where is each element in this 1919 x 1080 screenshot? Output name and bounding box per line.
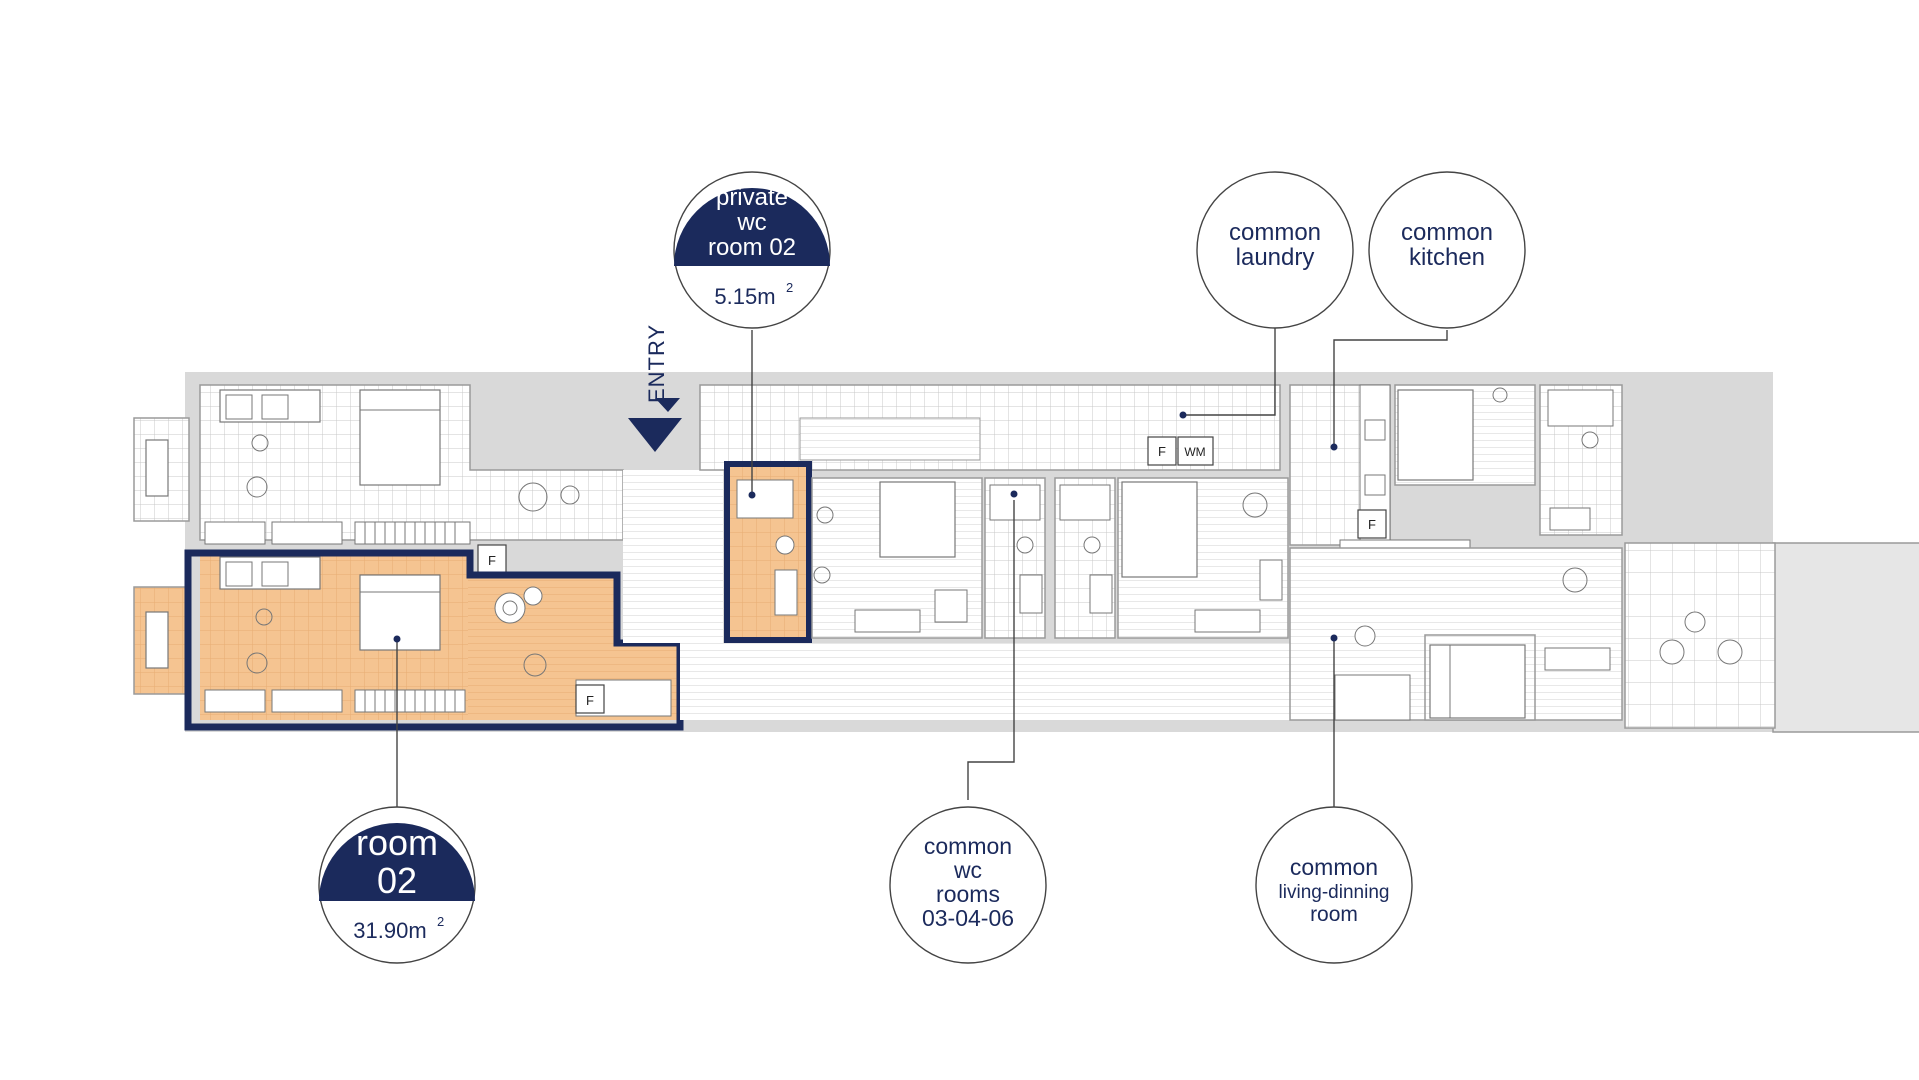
callout-kitchen: common kitchen: [1368, 171, 1526, 329]
private-wc-line-3: room 02: [708, 234, 796, 261]
laundry-line-2: laundry: [1236, 244, 1315, 271]
fridge-label-room02: F: [586, 693, 594, 708]
washing-machine-label: WM: [1184, 445, 1205, 459]
fridge-label-room01: F: [488, 553, 496, 568]
room-03: [811, 477, 983, 639]
private-wc-room-02: [724, 461, 812, 643]
private-wc-area-sup: 2: [786, 280, 793, 295]
common-wc-line-3: rooms: [936, 881, 1000, 907]
room-02-area: 31.90m: [353, 918, 426, 943]
room-02: [184, 544, 684, 731]
leader-lines: [396, 328, 1448, 815]
terrace-right: [1624, 542, 1776, 729]
room-02-line-1: room: [356, 822, 438, 863]
leader-dots: [393, 411, 1338, 643]
room-02-line-2: 02: [377, 860, 417, 901]
living-line-1: common: [1290, 854, 1378, 880]
room-05: [1394, 384, 1536, 486]
private-wc-area: 5.15m: [714, 284, 775, 309]
room-04: [1117, 477, 1289, 639]
callout-common-wc: common wc rooms 03-04-06: [889, 806, 1047, 964]
callout-laundry: common laundry: [1196, 171, 1354, 329]
common-wc-line-4: 03-04-06: [922, 905, 1014, 931]
callout-living: common living-dinning room: [1255, 806, 1413, 964]
callout-private-wc: private wc room 02 5.15m 2: [673, 171, 831, 329]
entry-arrow-icon: [628, 418, 682, 452]
private-wc-line-2: wc: [736, 209, 766, 236]
kitchen-line-2: kitchen: [1409, 244, 1485, 271]
common-living-dining: [1289, 547, 1623, 721]
room-06: [1424, 634, 1611, 721]
wc-right: [1539, 384, 1623, 536]
common-wc-line-2: wc: [953, 857, 982, 883]
callout-room-02: room 02 31.90m 2: [318, 806, 476, 964]
hall: [623, 384, 1330, 720]
common-wc-line-1: common: [924, 833, 1012, 859]
living-line-2: living-dinning: [1279, 882, 1390, 903]
fridge-label-kitchen: F: [1368, 517, 1376, 532]
laundry-line-1: common: [1229, 219, 1321, 246]
laundry-fixtures: [1147, 436, 1214, 466]
entry-label: ENTRY: [644, 324, 669, 403]
fridge-label-laundry: F: [1158, 444, 1166, 459]
common-kitchen: [1289, 384, 1471, 581]
common-wc-rooms: [984, 477, 1116, 639]
living-line-3: room: [1310, 903, 1358, 926]
balcony-left: [133, 417, 190, 695]
entry-marker: ENTRY: [628, 324, 682, 452]
kitchen-line-1: common: [1401, 219, 1493, 246]
room-01: [199, 384, 624, 545]
private-wc-line-1: private: [716, 184, 788, 211]
room-02-area-sup: 2: [437, 914, 444, 929]
